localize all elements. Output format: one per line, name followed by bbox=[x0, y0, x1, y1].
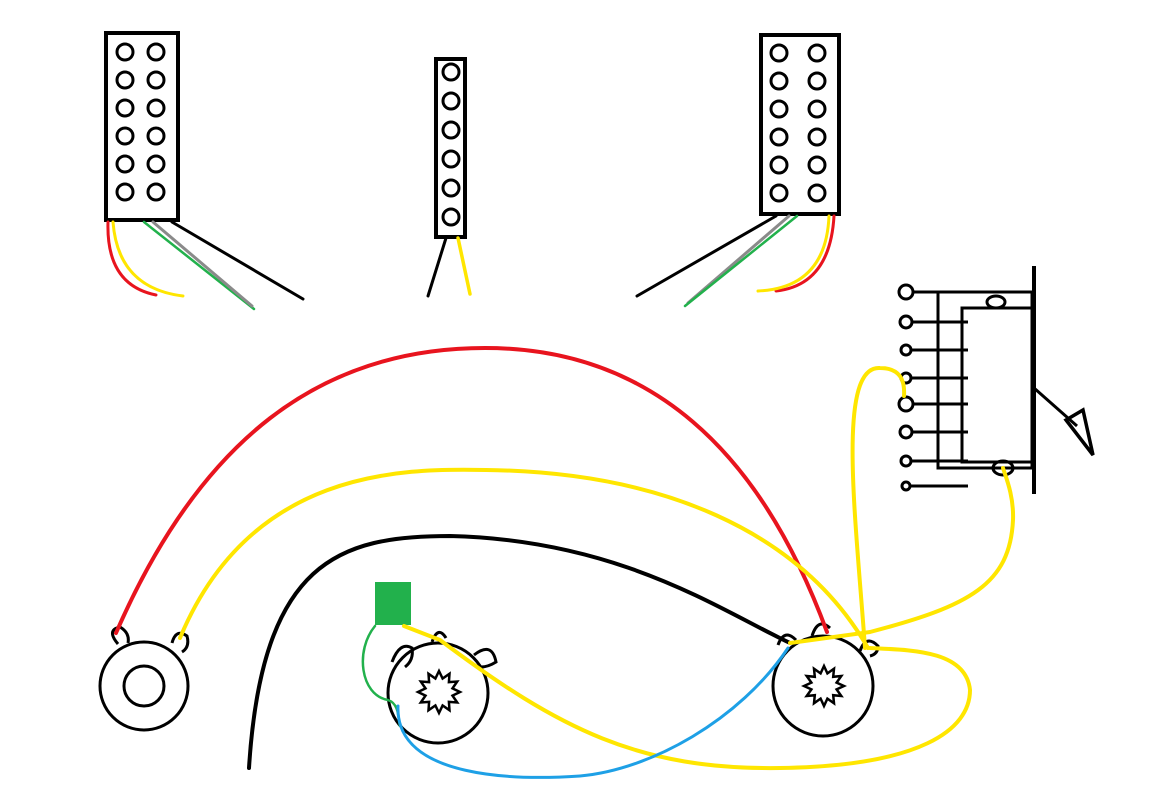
pole-piece bbox=[807, 43, 827, 63]
selector-switch bbox=[897, 266, 1095, 494]
wire-jack-to-volume bbox=[114, 346, 829, 635]
pole-piece bbox=[441, 178, 461, 198]
switch-lug bbox=[898, 314, 914, 330]
pole-piece bbox=[441, 120, 461, 140]
pole-piece bbox=[441, 91, 461, 111]
pole-piece bbox=[115, 182, 135, 202]
pole-piece bbox=[441, 149, 461, 169]
switch-lugs bbox=[897, 283, 968, 492]
neck-yellow-lead bbox=[756, 214, 831, 293]
jack-body bbox=[98, 640, 190, 732]
pole-piece bbox=[115, 154, 135, 174]
tone-pot-shaft bbox=[415, 668, 463, 716]
pole-piece bbox=[807, 155, 827, 175]
switch-lug bbox=[899, 343, 913, 357]
switch-lug bbox=[897, 283, 915, 301]
volume-pot-shaft bbox=[801, 663, 847, 709]
bridge-humbucker-poles bbox=[115, 42, 166, 202]
bridge-humbucker-leads bbox=[106, 220, 305, 311]
switch-lever-tip bbox=[1063, 407, 1095, 457]
middle-black-lead bbox=[426, 236, 448, 298]
jack-sleeve-lug bbox=[170, 631, 190, 654]
tone-pot-lug-1 bbox=[390, 644, 414, 669]
switch-top-contact bbox=[985, 294, 1007, 310]
neck-red-lead bbox=[774, 214, 836, 293]
switch-lug bbox=[899, 454, 913, 468]
pole-piece bbox=[807, 71, 827, 91]
middle-single-coil-poles bbox=[441, 62, 461, 227]
neck-humbucker bbox=[759, 33, 841, 216]
middle-single-coil bbox=[434, 57, 467, 239]
pole-piece bbox=[115, 70, 135, 90]
wire-switch-return bbox=[788, 466, 1016, 645]
pole-piece bbox=[146, 126, 166, 146]
volume-pot-lug-2 bbox=[810, 622, 832, 637]
switch-lever bbox=[1033, 386, 1078, 428]
bridge-grey-lead bbox=[151, 220, 254, 308]
pole-piece bbox=[115, 98, 135, 118]
wire-ground-bus bbox=[247, 534, 792, 770]
pole-piece bbox=[769, 127, 789, 147]
neck-humbucker-poles bbox=[769, 43, 827, 203]
wire-tone-to-switch bbox=[402, 624, 972, 771]
middle-single-coil-body bbox=[434, 57, 467, 239]
neck-humbucker-leads bbox=[635, 214, 836, 308]
bridge-black-lead bbox=[170, 220, 305, 301]
tone-pot-lug-3 bbox=[473, 647, 498, 669]
tone-pot-lug-2 bbox=[430, 630, 448, 643]
bridge-red-lead bbox=[106, 220, 158, 297]
pole-piece bbox=[807, 99, 827, 119]
switch-lug bbox=[898, 424, 914, 440]
pole-piece bbox=[769, 71, 789, 91]
switch-bottom-contact bbox=[991, 459, 1015, 477]
bridge-yellow-lead bbox=[111, 220, 185, 298]
pole-piece bbox=[769, 183, 789, 203]
pole-piece bbox=[115, 126, 135, 146]
pole-piece bbox=[441, 62, 461, 82]
pole-piece bbox=[146, 42, 166, 62]
pole-piece bbox=[769, 155, 789, 175]
switch-slider bbox=[960, 306, 1034, 464]
pole-piece bbox=[441, 207, 461, 227]
middle-single-coil-leads bbox=[426, 236, 472, 298]
pole-piece bbox=[146, 154, 166, 174]
neck-humbucker-body bbox=[759, 33, 841, 216]
volume-pot bbox=[771, 622, 880, 738]
jack-tip-lug bbox=[111, 625, 130, 645]
switch-lug bbox=[897, 395, 915, 413]
jack-sleeve bbox=[122, 664, 166, 708]
wire-pot-link bbox=[396, 646, 790, 779]
pole-piece bbox=[115, 42, 135, 62]
neck-green-lead bbox=[683, 214, 799, 308]
pole-piece bbox=[807, 183, 827, 203]
pole-piece bbox=[146, 182, 166, 202]
switch-lug bbox=[900, 480, 912, 492]
pole-piece bbox=[807, 127, 827, 147]
volume-pot-lug-1 bbox=[776, 633, 798, 646]
pole-piece bbox=[769, 99, 789, 119]
middle-yellow-lead bbox=[456, 236, 472, 296]
wire-volume-to-switch bbox=[850, 365, 907, 650]
tone-pot-body bbox=[386, 641, 490, 745]
tone-pot bbox=[386, 630, 498, 745]
volume-pot-body bbox=[771, 634, 875, 738]
bridge-green-lead bbox=[142, 220, 256, 311]
ground-block bbox=[375, 582, 411, 625]
bridge-humbucker bbox=[104, 31, 180, 222]
output-jack bbox=[98, 625, 190, 732]
pole-piece bbox=[769, 43, 789, 63]
neck-black-lead bbox=[635, 214, 778, 298]
pole-piece bbox=[146, 70, 166, 90]
pole-piece bbox=[146, 98, 166, 118]
wire-jack-to-switch bbox=[178, 467, 870, 650]
